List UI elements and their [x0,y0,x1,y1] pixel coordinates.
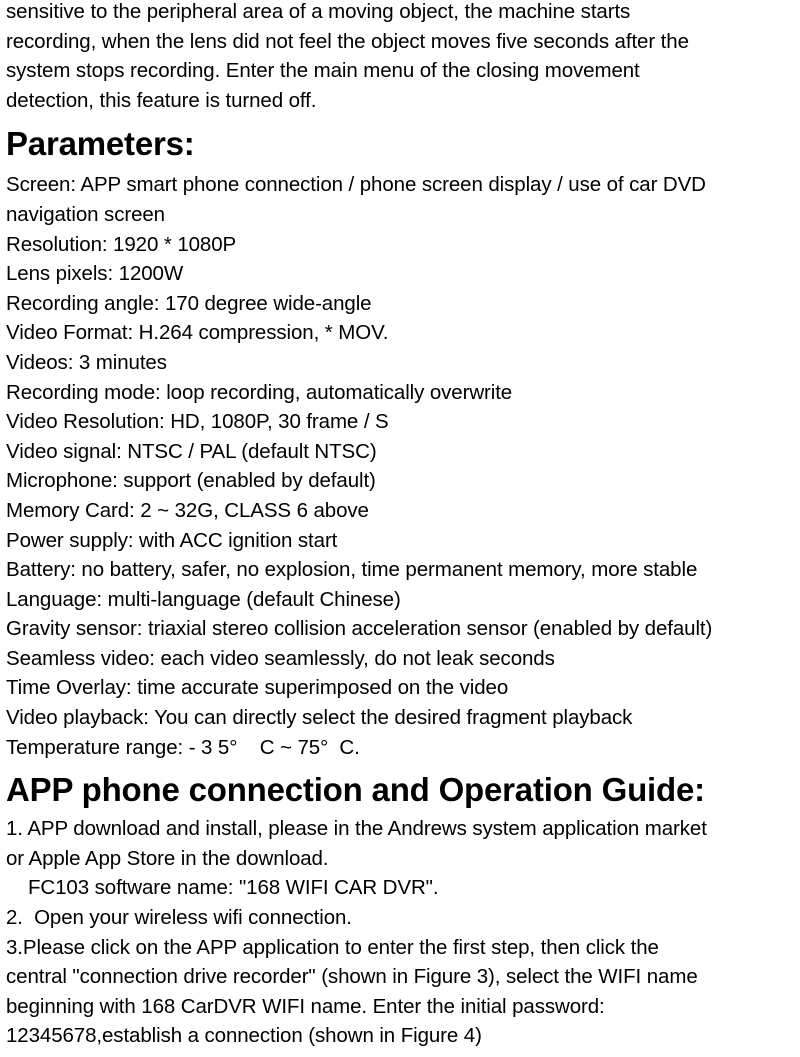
guide-line: beginning with 168 CarDVR WIFI name. Ent… [6,994,605,1018]
parameter-line: Power supply: with ACC ignition start [6,528,338,552]
guide-line: FC103 software name: "168 WIFI CAR DVR". [28,876,439,900]
parameter-line: Battery: no battery, safer, no explosion… [6,558,698,582]
parameter-line: Time Overlay: time accurate superimposed… [6,676,509,700]
parameter-line: Gravity sensor: triaxial stereo collisio… [6,617,713,641]
guide-line: or Apple App Store in the download. [6,846,329,870]
parameter-line: Video playback: You can directly select … [6,706,633,730]
parameter-line: Lens pixels: 1200W [6,262,184,286]
guide-heading: APP phone connection and Operation Guide… [6,771,705,809]
parameter-line: Temperature range: - 3 5° C ~ 75° C. [6,735,360,759]
parameter-line: Resolution: 1920 * 1080P [6,232,237,256]
parameter-line: Screen: APP smart phone connection / pho… [6,173,706,197]
parameter-line: Language: multi-language (default Chines… [6,587,401,611]
intro-paragraph: sensitive to the peripheral area of a mo… [6,0,794,115]
guide-line: 12345678,establish a connection (shown i… [6,1024,482,1048]
parameter-line: navigation screen [6,202,165,226]
intro-line: sensitive to the peripheral area of a mo… [6,0,631,23]
parameter-line: Memory Card: 2 ~ 32G, CLASS 6 above [6,498,369,522]
parameters-heading: Parameters: [6,125,195,163]
guide-steps: 1. APP download and install, please in t… [6,814,794,1051]
parameter-line: Recording mode: loop recording, automati… [6,380,513,404]
guide-line: 2. Open your wireless wifi connection. [6,906,352,930]
parameter-line: Microphone: support (enabled by default) [6,469,376,493]
parameter-line: Seamless video: each video seamlessly, d… [6,646,555,670]
parameter-line: Recording angle: 170 degree wide-angle [6,291,372,315]
parameter-line: Video signal: NTSC / PAL (default NTSC) [6,439,377,463]
parameter-line: Videos: 3 minutes [6,350,167,374]
parameter-line: Video Format: H.264 compression, * MOV. [6,321,389,345]
guide-line: 1. APP download and install, please in t… [6,817,707,841]
parameters-list: Screen: APP smart phone connection / pho… [6,170,794,762]
intro-line: system stops recording. Enter the main m… [6,59,640,83]
intro-line: recording, when the lens did not feel th… [6,29,689,53]
parameter-line: Video Resolution: HD, 1080P, 30 frame / … [6,410,389,434]
guide-line: central "connection drive recorder" (sho… [6,965,698,989]
guide-line: 3.Please click on the APP application to… [6,935,659,959]
intro-line: detection, this feature is turned off. [6,88,317,112]
